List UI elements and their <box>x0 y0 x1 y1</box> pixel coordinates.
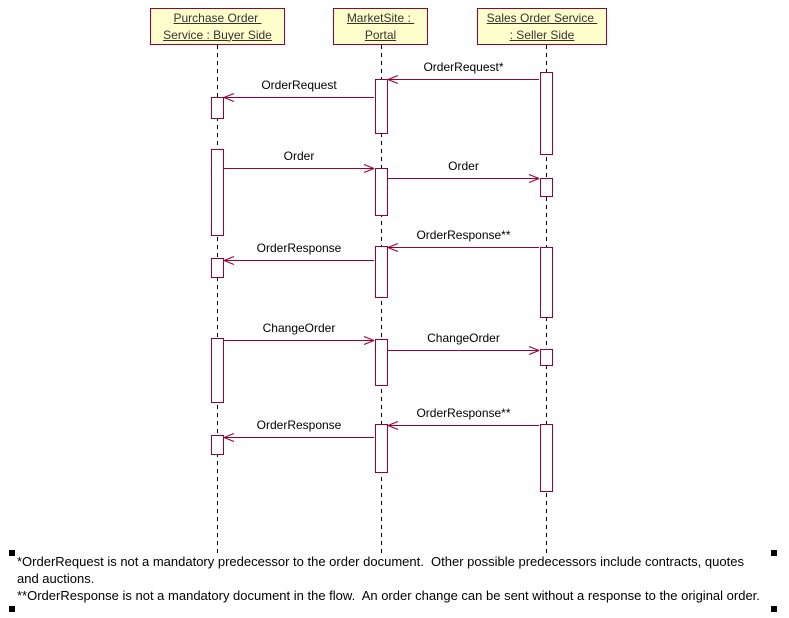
actor-label-line: Portal <box>364 27 397 42</box>
activation-bar-sales-order-service[interactable] <box>540 247 553 318</box>
footnote-block[interactable]: *OrderRequest is not a mandatory predece… <box>17 553 760 604</box>
actor-box-marketsite-portal[interactable]: MarketSite : Portal <box>333 8 428 45</box>
selection-handle[interactable] <box>9 606 15 612</box>
activation-bar-sales-order-service[interactable] <box>540 424 553 492</box>
actor-label-line: Service : Buyer Side <box>163 27 272 42</box>
actor-box-sales-order-service[interactable]: Sales Order Service : Seller Side <box>477 8 607 45</box>
selection-handle[interactable] <box>771 550 777 556</box>
footnote-line-1: *OrderRequest is not a mandatory predece… <box>17 554 744 569</box>
activation-bar-marketsite-portal[interactable] <box>375 424 388 473</box>
message-label[interactable]: OrderResponse** <box>416 228 511 242</box>
activation-bar-marketsite-portal[interactable] <box>375 79 388 134</box>
actor-label-line: MarketSite : <box>346 10 415 25</box>
message-arrowhead-4 <box>387 243 399 252</box>
message-arrowhead-2 <box>363 164 375 173</box>
activation-bar-purchase-order-service[interactable] <box>211 149 224 236</box>
activation-bar-marketsite-portal[interactable] <box>375 246 388 298</box>
message-label[interactable]: OrderResponse <box>256 418 342 432</box>
footnote-line-3: **OrderResponse is not a mandatory docum… <box>17 588 760 603</box>
selection-handle[interactable] <box>771 606 777 612</box>
activation-bar-purchase-order-service[interactable] <box>211 97 224 119</box>
selection-handle[interactable] <box>9 550 15 556</box>
activation-bar-sales-order-service[interactable] <box>540 72 553 155</box>
activation-bar-purchase-order-service[interactable] <box>211 435 224 455</box>
message-arrowhead-9 <box>223 433 235 442</box>
activation-bar-marketsite-portal[interactable] <box>375 168 388 216</box>
actor-label-line: Purchase Order <box>173 10 262 25</box>
message-label[interactable]: Order <box>448 159 479 173</box>
message-arrowhead-8 <box>387 421 399 430</box>
message-arrowhead-5 <box>223 256 235 265</box>
message-label[interactable]: ChangeOrder <box>262 321 336 335</box>
message-arrowhead-3 <box>528 174 540 183</box>
actor-label-line: : Seller Side <box>509 27 575 42</box>
message-label[interactable]: OrderResponse** <box>416 406 511 420</box>
message-label[interactable]: OrderResponse <box>256 241 342 255</box>
activation-bar-purchase-order-service[interactable] <box>211 338 224 403</box>
activation-bar-sales-order-service[interactable] <box>540 178 553 197</box>
actor-label-line: Sales Order Service <box>486 10 598 25</box>
message-arrowhead-6 <box>363 336 375 345</box>
message-arrowhead-1 <box>223 93 235 102</box>
footnote-line-2: and auctions. <box>17 571 95 586</box>
message-label[interactable]: OrderRequest <box>261 78 337 92</box>
message-label[interactable]: Order <box>283 149 315 163</box>
message-arrowhead-0 <box>387 75 399 84</box>
activation-bar-purchase-order-service[interactable] <box>211 258 224 278</box>
message-label[interactable]: OrderRequest* <box>423 60 504 74</box>
actor-box-purchase-order-service[interactable]: Purchase Order Service : Buyer Side <box>150 8 285 45</box>
message-arrowhead-7 <box>528 346 540 355</box>
activation-bar-sales-order-service[interactable] <box>540 349 553 366</box>
activation-bar-marketsite-portal[interactable] <box>375 339 388 386</box>
message-label[interactable]: ChangeOrder <box>427 331 500 345</box>
